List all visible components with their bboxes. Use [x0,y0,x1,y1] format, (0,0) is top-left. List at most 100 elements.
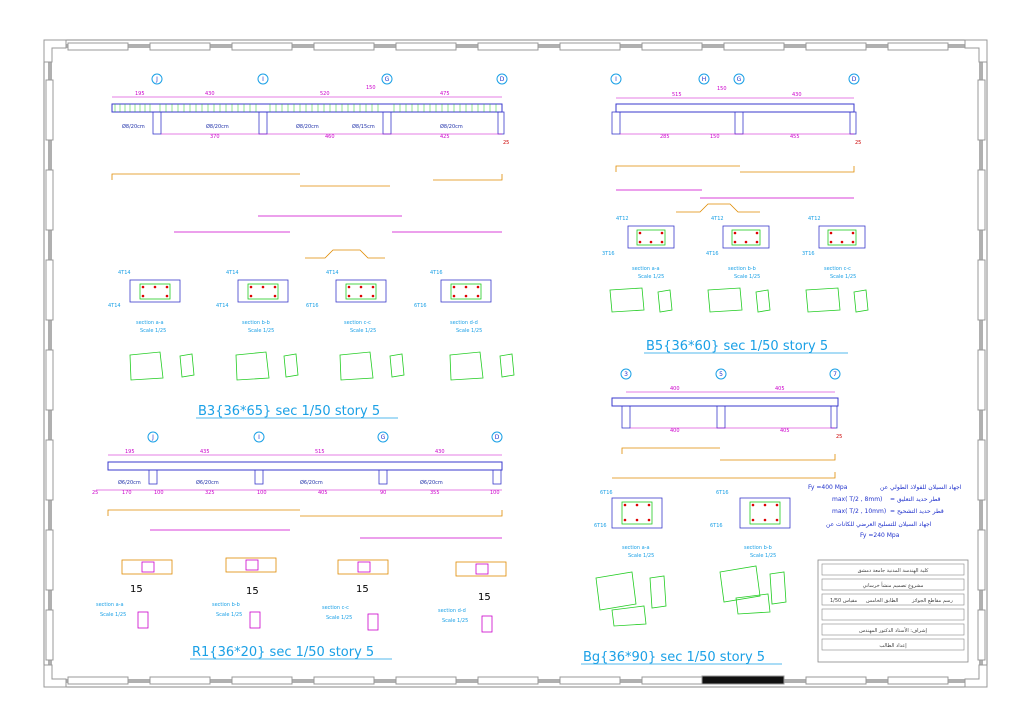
svg-text:section a-a: section a-a [622,545,650,551]
svg-text:Ø8/20cm: Ø8/20cm [206,123,229,130]
svg-text:285: 285 [660,134,670,140]
svg-text:435: 435 [200,449,210,455]
svg-text:Scale 1/25: Scale 1/25 [456,328,482,334]
svg-text:section b-b: section b-b [242,320,270,326]
svg-text:6T16: 6T16 [600,490,613,496]
title-block-institution: كلية الهندسة المدنية جامعة دمشق [858,568,929,574]
b3-stirrup-ticks [114,104,497,112]
svg-text:25: 25 [503,140,509,146]
b3-sections: 4T14 4T14 4T14 4T16 4T14 4T14 6T16 6T16 … [108,270,492,334]
svg-text:6T16: 6T16 [716,490,729,496]
svg-text:I: I [615,76,617,83]
svg-text:430: 430 [205,91,215,97]
title-block-scale: مقياس 1/50 [830,598,857,604]
frame-ornaments [43,39,988,688]
svg-text:Fy =240 Mpa: Fy =240 Mpa [860,532,900,539]
svg-text:section b-b: section b-b [744,545,772,551]
b5-sections: 4T12 4T12 4T12 3T16 4T16 3T16 section a-… [602,216,866,280]
svg-text:515: 515 [672,92,682,98]
svg-text:515: 515 [315,449,325,455]
bg-columns [621,405,838,429]
title-block-project: مشروع تصميم منشأ خرساني [863,581,924,589]
b3-bar-schedule [111,173,503,259]
svg-text:170: 170 [122,490,132,496]
beam-bg: 3 5 7 400 405 400 405 25 [581,368,842,665]
b5-beam-elevation [615,103,855,113]
svg-text:430: 430 [792,92,802,98]
svg-text:Scale 1/25: Scale 1/25 [248,328,274,334]
b3-stirrup-labels: Ø8/20cm Ø8/20cm Ø8/20cm Ø8/15cm Ø8/20cm [122,123,463,130]
svg-text:Ø6/20cm: Ø6/20cm [118,479,141,486]
beam-b5: I H G D 515 150 430 285 150 455 25 [602,73,869,354]
svg-text:Ø8/20cm: Ø8/20cm [440,123,463,130]
svg-text:6T16: 6T16 [710,523,723,529]
svg-text:section d-d: section d-d [450,320,478,326]
svg-text:Scale 1/25: Scale 1/25 [750,553,776,559]
svg-text:Scale 1/25: Scale 1/25 [326,615,352,621]
svg-text:195: 195 [125,449,135,455]
svg-text:Scale 1/25: Scale 1/25 [140,328,166,334]
svg-text:G: G [385,76,390,83]
svg-text:Scale 1/25: Scale 1/25 [830,274,856,280]
svg-text:D: D [495,434,500,441]
svg-text:section a-a: section a-a [96,602,124,608]
svg-text:section a-a: section a-a [632,266,660,272]
svg-text:355: 355 [430,490,440,496]
b3-title: B3{36*65} sec 1/50 story 5 [198,404,380,419]
svg-text:D: D [852,76,857,83]
svg-text:425: 425 [440,134,450,140]
svg-text:6T16: 6T16 [594,523,607,529]
b3-columns [152,111,505,135]
b3-dims-top: 195 430 520 150 475 [112,85,502,98]
svg-text:455: 455 [790,134,800,140]
svg-text:J: J [155,76,158,83]
svg-text:475: 475 [440,91,450,97]
svg-text:3: 3 [624,371,628,378]
svg-text:15: 15 [246,586,259,597]
b5-columns [611,111,857,135]
svg-text:section c-c: section c-c [344,320,371,326]
svg-text:150: 150 [366,85,376,91]
svg-text:section b-b: section b-b [212,602,240,608]
svg-text:460: 460 [325,134,335,140]
title-block-floor: الطابق الخامس [866,598,898,604]
bg-title: Bg{36*90} sec 1/50 story 5 [583,650,765,665]
svg-text:7: 7 [833,371,837,378]
svg-text:Ø8/20cm: Ø8/20cm [296,123,319,130]
svg-text:4T12: 4T12 [808,216,821,222]
bg-stirrup-shapes [595,565,787,627]
svg-text:15: 15 [356,584,369,595]
title-block-sheet: رسم مقاطع الجوائز [911,598,953,604]
r1-stirrup-labels: Ø6/20cm Ø6/20cm Ø6/20cm Ø6/20cm [118,479,443,486]
svg-text:اجهاد السيلان للفولاذ الطولي ع: اجهاد السيلان للفولاذ الطولي عن [880,484,962,491]
svg-text:4T14: 4T14 [118,270,131,276]
svg-text:= قطر حديد التشحيح: = قطر حديد التشحيح [890,508,944,515]
svg-text:150: 150 [717,86,727,92]
svg-text:Ø6/20cm: Ø6/20cm [196,479,219,486]
r1-title: R1{36*20} sec 1/50 story 5 [192,645,374,660]
svg-text:4T14: 4T14 [326,270,339,276]
svg-text:max( T/2 , 8mm): max( T/2 , 8mm) [832,496,882,503]
svg-text:section c-c: section c-c [824,266,851,272]
b5-stirrup-shapes [609,287,869,313]
svg-text:section a-a: section a-a [136,320,164,326]
svg-text:100: 100 [154,490,164,496]
svg-text:section c-c: section c-c [322,605,349,611]
svg-text:G: G [381,434,386,441]
b3-stirrup-shapes [129,351,515,381]
svg-text:4T14: 4T14 [216,303,229,309]
svg-text:4T16: 4T16 [706,251,719,257]
svg-text:Scale 1/25: Scale 1/25 [734,274,760,280]
r1-beam-elevation [107,461,503,471]
b5-axes: I H G D [610,73,860,85]
svg-text:Scale 1/25: Scale 1/25 [350,328,376,334]
bg-bar-schedule [612,447,836,479]
bg-sections: 6T16 6T16 6T16 6T16 section a-a section … [594,490,791,559]
svg-text:Ø8/15cm: Ø8/15cm [352,123,375,130]
svg-text:D: D [500,76,505,83]
svg-text:H: H [702,76,707,83]
svg-text:405: 405 [318,490,328,496]
svg-text:430: 430 [435,449,445,455]
svg-text:15: 15 [130,584,143,595]
